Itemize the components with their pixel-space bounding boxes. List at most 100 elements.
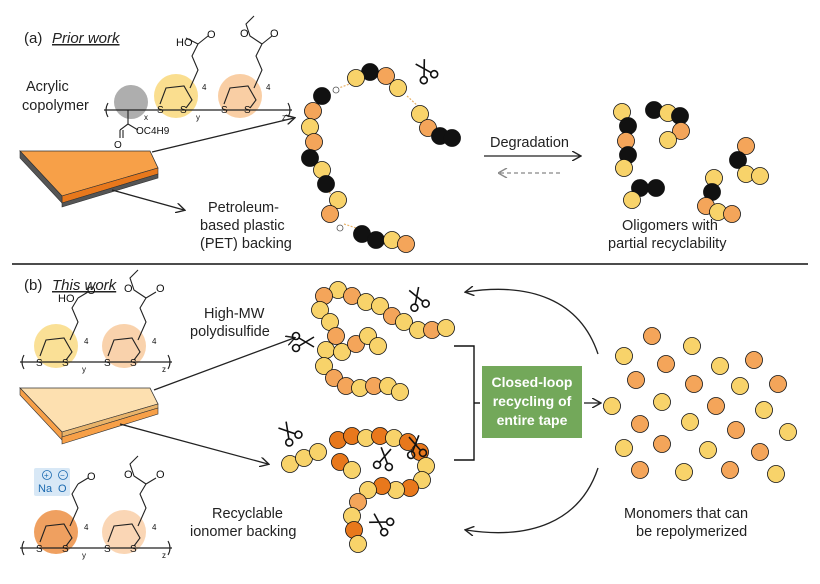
chem-b-4a: 4 bbox=[84, 337, 89, 346]
ionomer-label-line1: Recyclable bbox=[212, 506, 283, 522]
bead bbox=[631, 461, 649, 479]
bead bbox=[305, 133, 323, 151]
cycle-arrow-upper bbox=[466, 289, 599, 355]
chem-a-y: y bbox=[196, 113, 200, 122]
panel-a: (a) Prior work bbox=[19, 15, 769, 253]
chem-b-s8: S bbox=[130, 544, 137, 555]
bead bbox=[729, 151, 747, 169]
bead bbox=[347, 69, 365, 87]
bead bbox=[395, 313, 413, 331]
bead bbox=[411, 105, 429, 123]
bead bbox=[301, 118, 319, 136]
bead bbox=[437, 319, 455, 337]
bead bbox=[671, 107, 689, 125]
arrow-tape-to-ionomer bbox=[119, 423, 268, 464]
bead bbox=[317, 341, 335, 359]
monomer-cloud bbox=[603, 327, 797, 483]
bead bbox=[389, 79, 407, 97]
scissors-icon bbox=[278, 421, 303, 447]
bead bbox=[631, 415, 649, 433]
bead bbox=[329, 191, 347, 209]
bead bbox=[369, 337, 387, 355]
chem-b-s7: S bbox=[104, 544, 111, 555]
bead bbox=[349, 535, 367, 553]
grey-highlight bbox=[114, 85, 148, 119]
chem-b-4c: 4 bbox=[84, 523, 89, 532]
bead bbox=[737, 137, 755, 155]
chem-a-o3: O bbox=[270, 28, 279, 40]
ionomer-label-line2: ionomer backing bbox=[190, 524, 296, 540]
chem-a-s2: S bbox=[180, 105, 187, 116]
chem-b-s6: S bbox=[62, 544, 69, 555]
ionomer-chain bbox=[281, 427, 435, 553]
bead bbox=[619, 117, 637, 135]
bead bbox=[653, 393, 671, 411]
oligomer-fragments bbox=[613, 101, 769, 223]
polymer-label-line2: polydisulfide bbox=[190, 324, 270, 340]
polydisulfide-chain bbox=[311, 281, 455, 401]
bead bbox=[391, 383, 409, 401]
chem-a-x: x bbox=[144, 113, 148, 122]
backing-label-line3: (PET) backing bbox=[200, 236, 292, 252]
bead bbox=[657, 355, 675, 373]
recycle-line2: recycling of bbox=[493, 393, 572, 409]
scissors-icon bbox=[406, 435, 428, 460]
copolymer-label-line1: Acrylic bbox=[26, 79, 69, 95]
scissors-icon bbox=[291, 331, 315, 353]
chem-a-o1: O bbox=[207, 29, 216, 41]
panel-a-tag: (a) bbox=[24, 30, 42, 47]
monomers-label-line1: Monomers that can bbox=[624, 506, 748, 522]
chem-b-o2: O bbox=[124, 283, 133, 295]
bead bbox=[397, 235, 415, 253]
bead bbox=[755, 401, 773, 419]
backing-label-line1: Petroleum- bbox=[208, 200, 279, 216]
recycle-line1: Closed-loop bbox=[492, 374, 573, 390]
chem-b-y: y bbox=[82, 365, 86, 374]
bead bbox=[721, 461, 739, 479]
backing-label-line2: based plastic bbox=[200, 218, 285, 234]
chem-a-ho: HO bbox=[176, 37, 193, 49]
recyclable-tape-illustration bbox=[19, 387, 159, 445]
chem-a-z: z bbox=[282, 113, 286, 122]
polydisulfide-structure: HO O O O S S S S y z 4 4 bbox=[20, 269, 172, 374]
arrow-copolymer-to-chain bbox=[151, 118, 294, 153]
bead bbox=[327, 327, 345, 345]
oligomers-label-line2: partial recyclability bbox=[608, 236, 727, 252]
chem-b-s4: S bbox=[130, 358, 137, 369]
panel-a-heading: Prior work bbox=[52, 30, 121, 47]
chem-b-4d: 4 bbox=[152, 523, 157, 532]
bead bbox=[377, 67, 395, 85]
chem-a-4b: 4 bbox=[266, 83, 271, 92]
pet-tape-illustration bbox=[19, 150, 159, 208]
chem-b-minus: − bbox=[60, 471, 65, 480]
bead bbox=[751, 443, 769, 461]
bead bbox=[653, 435, 671, 453]
bead bbox=[367, 231, 385, 249]
chem-a-o2: O bbox=[240, 28, 249, 40]
bead bbox=[321, 205, 339, 223]
ionomer-structure: + − Na O O O O S S S S y z 4 4 bbox=[20, 455, 172, 560]
bead bbox=[311, 301, 329, 319]
chem-b-s5: S bbox=[36, 544, 43, 555]
arrow-tape-to-backing bbox=[111, 189, 184, 210]
chem-b-o1: O bbox=[87, 285, 96, 297]
bead bbox=[333, 343, 351, 361]
chem-b-o3: O bbox=[156, 283, 165, 295]
bead bbox=[769, 375, 787, 393]
chem-b-s2: S bbox=[62, 358, 69, 369]
bead bbox=[371, 297, 389, 315]
bead bbox=[317, 175, 335, 193]
bead bbox=[751, 167, 769, 185]
monomers-label-line2: be repolymerized bbox=[636, 524, 747, 540]
chem-a-o-carbonyl: O bbox=[114, 140, 122, 151]
bead bbox=[359, 481, 377, 499]
chem-a-oc4h9: OC4H9 bbox=[136, 126, 170, 137]
panel-b-heading: This work bbox=[52, 277, 118, 294]
bead bbox=[723, 205, 741, 223]
chem-b-na: Na bbox=[38, 483, 53, 495]
recycle-line3: entire tape bbox=[497, 412, 568, 428]
chem-b-o5: O bbox=[124, 469, 133, 481]
bead bbox=[672, 122, 690, 140]
bead bbox=[767, 465, 785, 483]
panel-b-tag: (b) bbox=[24, 277, 42, 294]
